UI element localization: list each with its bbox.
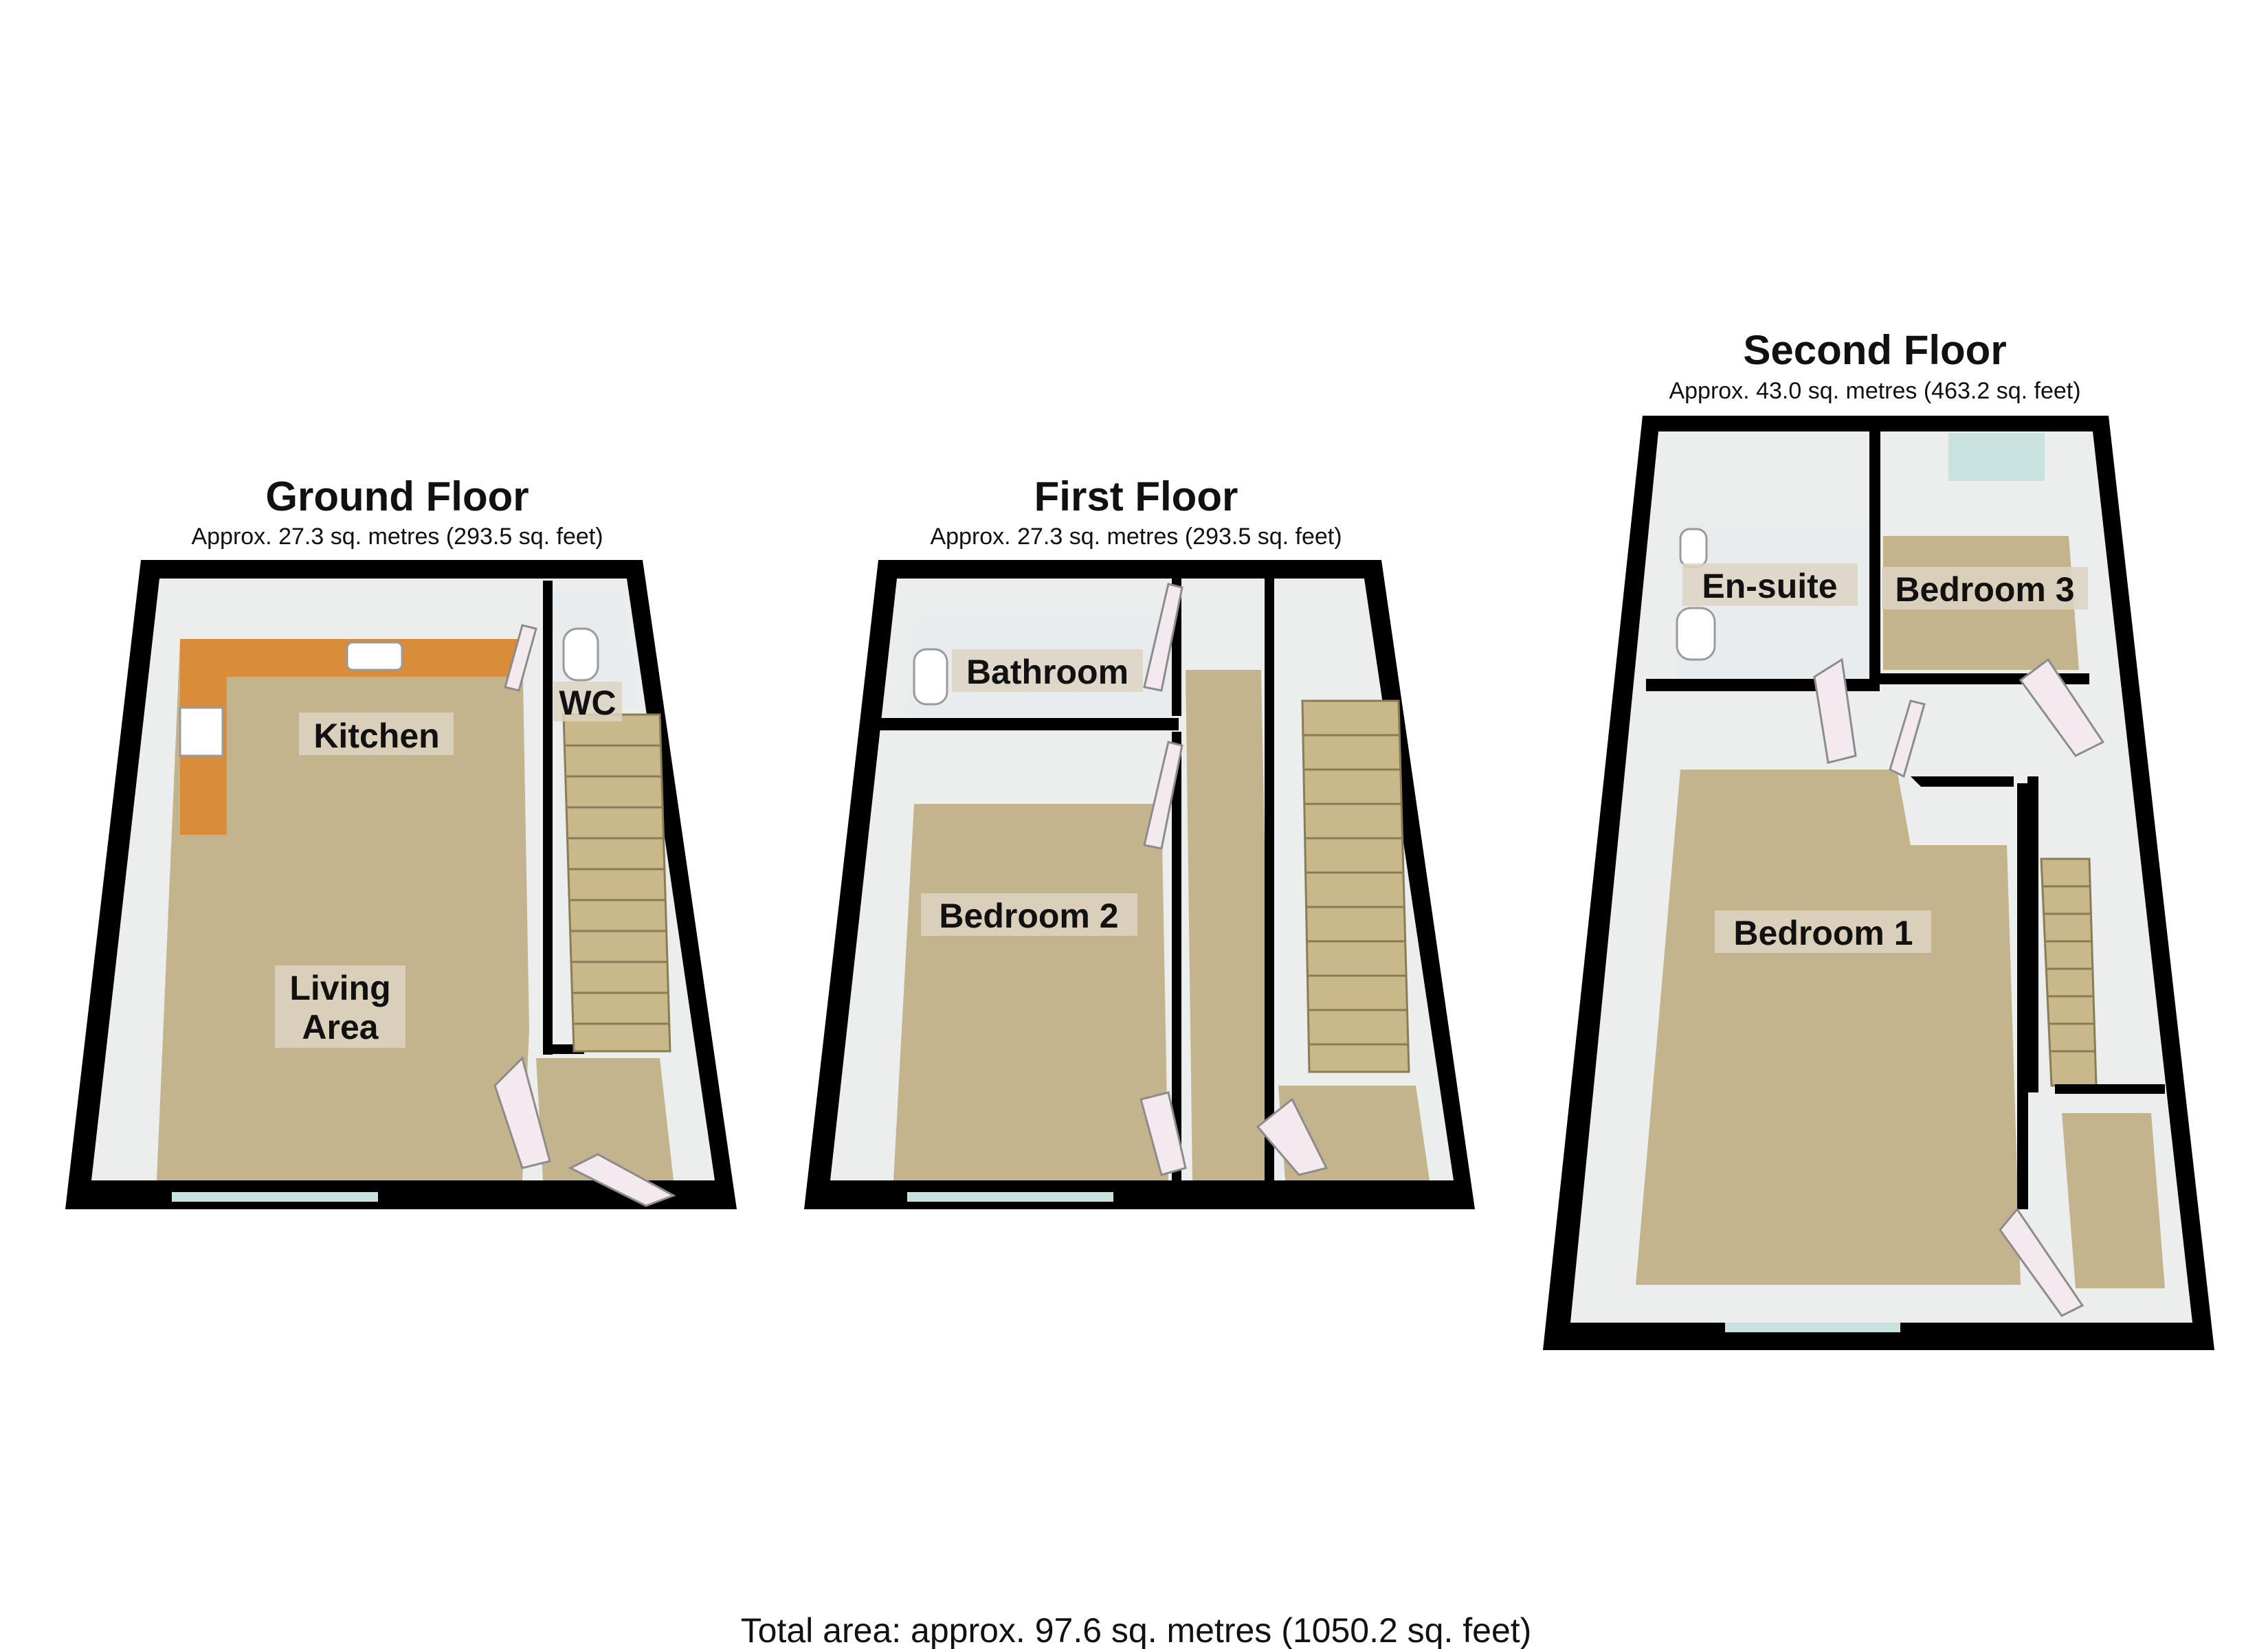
bathroom-label-bg [952,649,1143,692]
bedroom-3-door [2019,658,2105,757]
basin-icon [1679,528,1708,568]
front-door [568,1153,676,1207]
bedroom-1-label: Bedroom 1 [1733,914,1913,952]
total-area: Total area: approx. 97.6 sq. metres (105… [741,1611,1532,1649]
first-floor: First Floor Approx. 27.3 sq. metres (293… [804,473,1475,1209]
ground-floor-window [172,1192,378,1202]
bedroom-3-label: Bedroom 3 [1895,570,2074,609]
kitchen-wc-door [504,624,537,692]
en-suite-label: En-suite [1702,567,1837,605]
bedroom-2-label: Bedroom 2 [939,897,1118,935]
bedroom-2-label-bg [921,893,1137,936]
second-floor-area: Approx. 43.0 sq. metres (463.2 sq. feet) [1669,378,2080,404]
first-floor-stairs [1301,699,1410,1073]
toilet-icon [562,627,599,682]
cupboard-door [1999,1207,2084,1317]
en-suite-label-bg [1682,563,1858,606]
landing-floor [1186,670,1271,1180]
bedroom-2-floor [893,804,1168,1180]
en-suite-wall [1869,426,1880,680]
bathroom-wall [880,718,1179,730]
ground-floor-area: Approx. 27.3 sq. metres (293.5 sq. feet) [191,524,603,550]
bedroom-1-floor [1636,770,2021,1285]
bedroom-3-window [1948,433,2045,481]
stair-partition [2027,776,2038,1092]
bedroom-2-wardrobe-door [1143,741,1183,850]
bedroom-1-side-wall [2017,783,2028,1209]
second-floor-window [1725,1323,1900,1332]
living-area-floor [157,639,529,1180]
bedroom-2-wall [1172,732,1181,1180]
landing-wall [1911,776,2014,787]
second-floor: Second Floor Approx. 43.0 sq. metres (46… [1543,327,2214,1350]
first-floor-area: Approx. 27.3 sq. metres (293.5 sq. feet) [930,524,1342,550]
second-floor-stairs [2040,857,2098,1087]
hob-icon [179,706,224,757]
kitchen-counter [179,639,529,835]
first-floor-title: First Floor [1034,473,1238,519]
stair-partition [1265,579,1274,1180]
bedroom-2-door [1139,1091,1187,1176]
area-label: Area [302,1008,379,1046]
kitchen-label-bg [299,713,454,755]
ground-floor-stairs [562,713,671,1053]
hall-floor [536,1058,674,1180]
bedroom-1-label-bg [1715,910,1931,953]
stair-door [1256,1097,1328,1176]
wc-label-bg [553,682,622,721]
second-floor-title: Second Floor [1743,327,2006,373]
cupboard-floor [2062,1113,2165,1288]
wc-label: WC [559,684,616,722]
bathroom-label: Bathroom [966,653,1129,691]
toilet-icon [913,648,948,706]
kitchen-label: Kitchen [313,717,439,755]
wc-partition [543,581,553,1055]
cupboard-wall [2055,1084,2165,1094]
bedroom-3-label-bg [1882,567,2088,609]
hall-door [493,1056,551,1169]
bedroom-1-door [1889,699,1926,778]
en-suite-door [1813,658,1857,764]
ground-floor: Ground Floor Approx. 27.3 sq. metres (29… [65,473,737,1209]
living-area-label-bg [275,965,405,1048]
living-label: Living [289,969,390,1007]
ground-floor-title: Ground Floor [265,473,529,519]
toilet-icon [1676,607,1716,661]
first-floor-window [907,1192,1113,1202]
sink-icon [346,641,403,671]
bathroom-door [1143,583,1183,692]
